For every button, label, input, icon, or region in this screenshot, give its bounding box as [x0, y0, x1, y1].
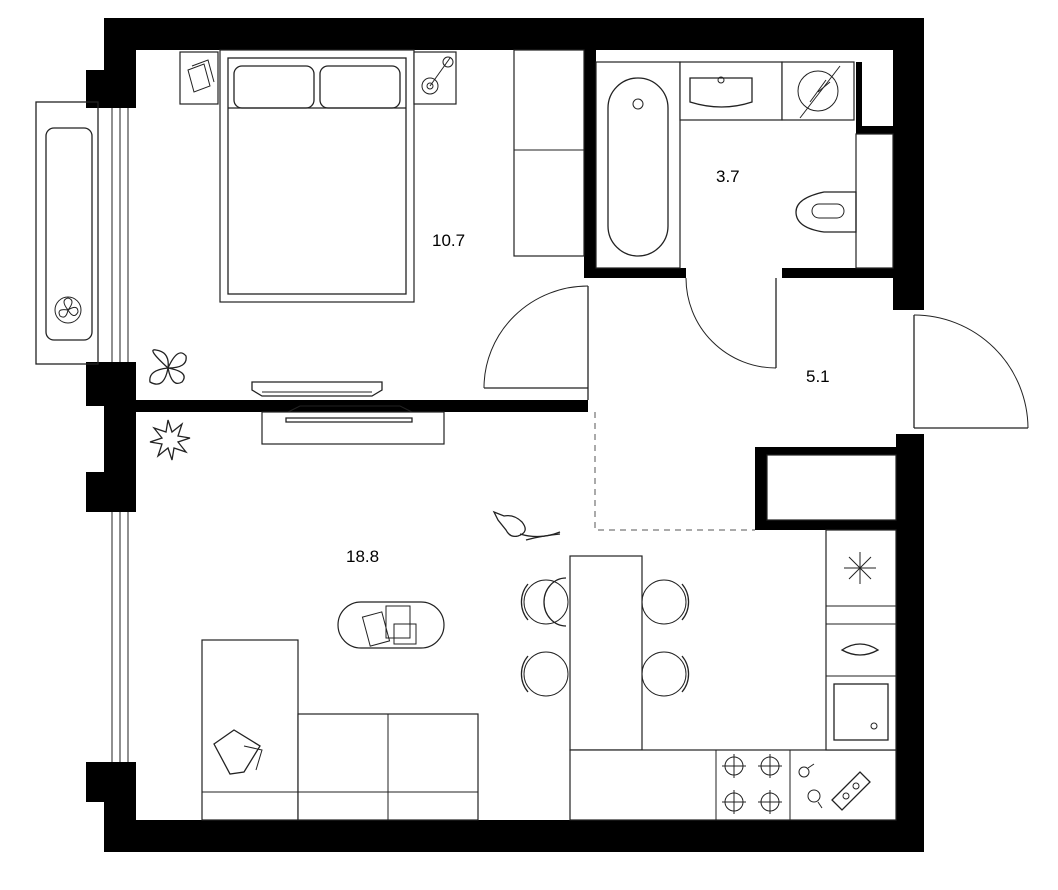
wardrobe: [513, 49, 585, 257]
tv-stand: [261, 405, 445, 445]
utensils-icon: [798, 763, 871, 811]
radiator-icon: [35, 101, 99, 365]
nightstand-left: [179, 51, 219, 105]
plant-icon: [149, 419, 191, 461]
sofa-icon: [201, 639, 479, 821]
lamp-icon: [413, 51, 457, 105]
washing-machine-icon: [781, 61, 855, 121]
door-bathroom: [685, 277, 777, 369]
zone-boundary: [594, 412, 755, 531]
door-bedroom: [483, 285, 589, 400]
window-bedroom: [104, 108, 136, 362]
plant-icon: [149, 349, 187, 385]
coffee-table: [337, 601, 445, 649]
sink-icon: [679, 61, 783, 121]
tv-icon: [251, 381, 383, 397]
kitchen-counter: [569, 529, 897, 821]
stove-icon: [722, 754, 782, 814]
window-living: [104, 512, 136, 762]
dining-table-icon: [520, 555, 690, 751]
oven-icon: [840, 643, 880, 656]
bed-icon: [219, 49, 415, 303]
area-label-hallway: 5.1: [806, 367, 830, 386]
cat-icon: [492, 510, 561, 541]
area-label-bathroom: 3.7: [716, 167, 740, 186]
bathtub-icon: [595, 61, 681, 269]
area-label-living: 18.8: [346, 547, 379, 566]
area-label-bedroom: 10.7: [432, 231, 465, 250]
door-entrance: [913, 314, 1029, 429]
fridge-icon: [844, 552, 876, 584]
exterior-walls: [86, 18, 924, 852]
kitchen-sink-icon: [833, 683, 889, 741]
hall-cabinet: [766, 454, 897, 521]
toilet-icon: [795, 133, 894, 269]
